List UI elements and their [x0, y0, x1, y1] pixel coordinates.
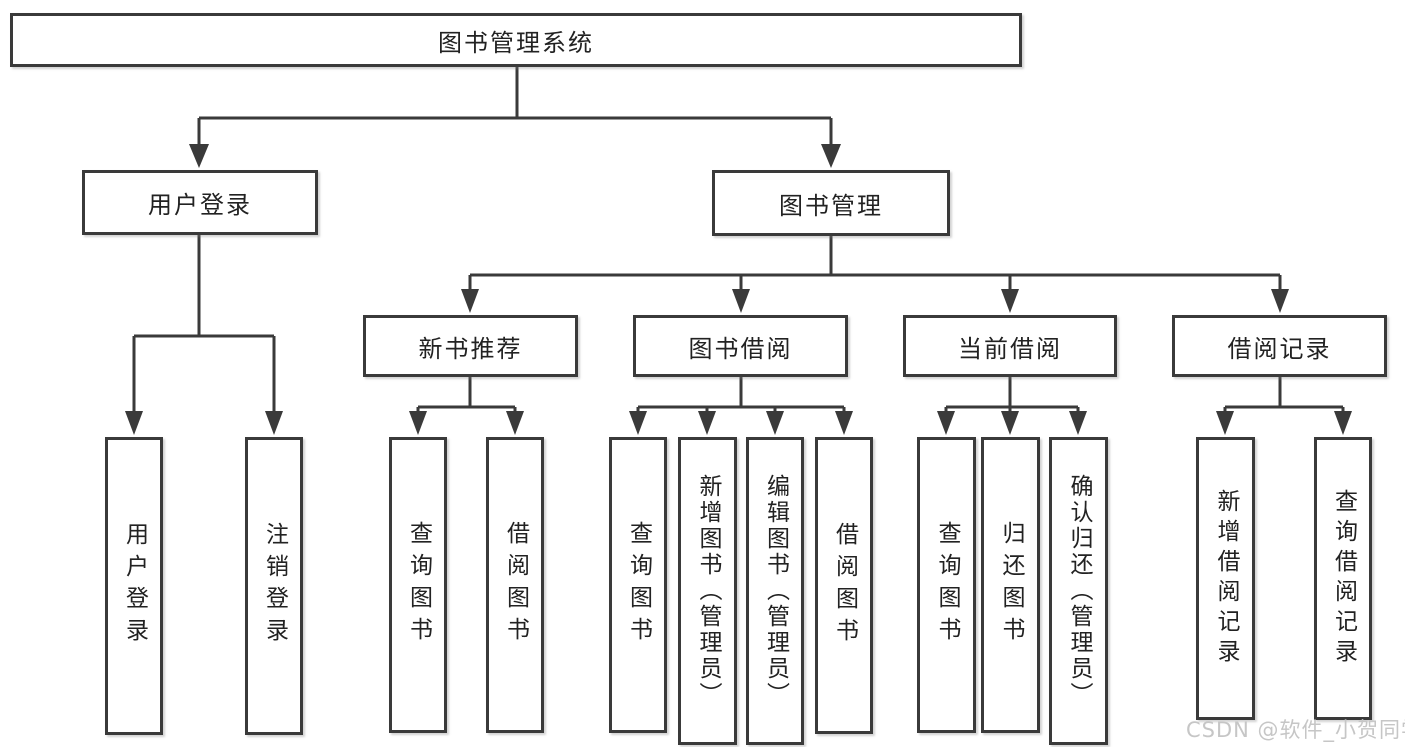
- arrow-down-icon: [766, 411, 784, 435]
- arrow-down-icon: [125, 411, 143, 435]
- node-library-management-system: 图书管理系统: [10, 13, 1022, 67]
- connector-current-borrow-to-leaves: [944, 377, 1080, 413]
- node-book-borrowing: 图书借阅: [633, 315, 848, 377]
- arrow-down-icon: [1334, 411, 1352, 435]
- arrow-down-icon: [732, 289, 750, 313]
- arrow-down-icon: [698, 411, 716, 435]
- arrow-down-icon: [1271, 289, 1289, 313]
- connector-borrow-records-to-leaves: [1223, 377, 1345, 413]
- connector-user-login-to-leaves: [132, 235, 276, 413]
- node-new-book-recommend: 新书推荐: [363, 315, 578, 377]
- node-user-login: 用户登录: [82, 170, 318, 235]
- arrowheads: [125, 144, 1352, 435]
- leaf-user-login: 用户登录: [105, 437, 163, 735]
- arrow-down-icon: [461, 289, 479, 313]
- arrow-down-icon: [409, 411, 427, 435]
- leaf-add-borrow-record: 新增借阅记录: [1196, 437, 1255, 720]
- node-current-borrowing: 当前借阅: [903, 315, 1117, 377]
- arrow-down-icon: [1001, 289, 1019, 313]
- arrow-down-icon: [937, 411, 955, 435]
- node-borrowing-records: 借阅记录: [1172, 315, 1387, 377]
- connector-book-management-to-sections: [468, 236, 1282, 291]
- leaf-add-books-admin: 新增图书（管理员）: [678, 437, 737, 745]
- leaf-query-borrow-record: 查询借阅记录: [1314, 437, 1372, 720]
- leaf-query-books-borrowing: 查询图书: [609, 437, 667, 733]
- arrow-down-icon: [265, 411, 283, 435]
- watermark: CSDN @软件_小贺同学: [1186, 718, 1405, 742]
- connector-root-to-level2: [197, 67, 833, 146]
- arrow-down-icon: [629, 411, 647, 435]
- arrow-down-icon: [835, 411, 853, 435]
- arrow-down-icon: [1216, 411, 1234, 435]
- leaf-query-books-current: 查询图书: [917, 437, 976, 733]
- leaf-logout: 注销登录: [245, 437, 303, 735]
- leaf-borrow-books-recommend: 借阅图书: [486, 437, 544, 733]
- arrow-down-icon: [1069, 411, 1087, 435]
- leaf-query-books-recommend: 查询图书: [389, 437, 447, 733]
- node-book-management: 图书管理: [712, 170, 950, 236]
- arrow-down-icon: [821, 144, 841, 168]
- leaf-confirm-return-admin: 确认归还（管理员）: [1049, 437, 1108, 745]
- arrow-down-icon: [189, 144, 209, 168]
- leaf-edit-books-admin: 编辑图书（管理员）: [746, 437, 804, 745]
- leaf-return-books: 归还图书: [981, 437, 1040, 733]
- connector-book-borrow-to-leaves: [636, 377, 846, 413]
- arrow-down-icon: [1001, 411, 1019, 435]
- arrow-down-icon: [506, 411, 524, 435]
- connector-new-book-to-leaves: [416, 377, 517, 413]
- leaf-borrow-books: 借阅图书: [815, 437, 873, 734]
